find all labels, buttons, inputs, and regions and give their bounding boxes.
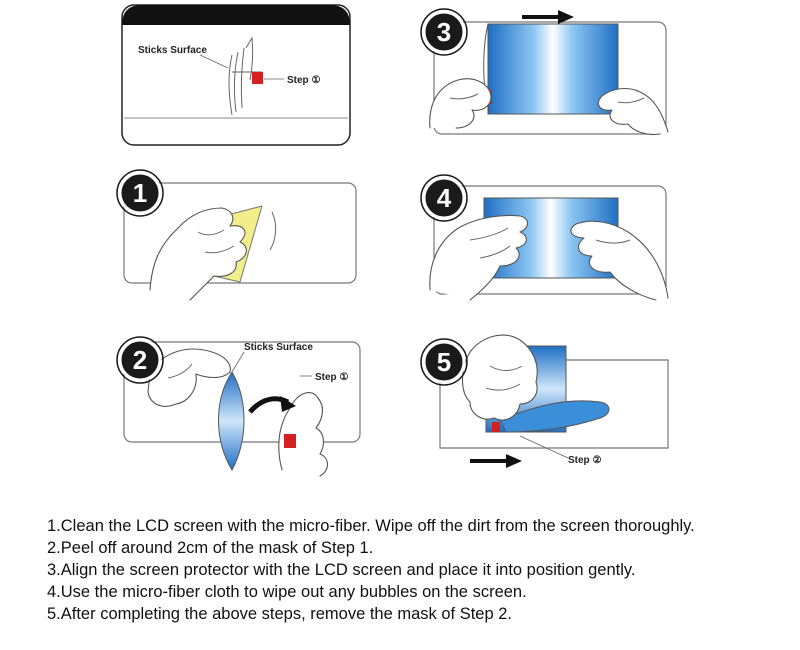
mask-tab-icon	[284, 434, 296, 448]
protector-icon	[487, 23, 619, 115]
badge-5-icon: 5	[420, 338, 468, 386]
svg-text:1: 1	[133, 178, 147, 208]
sticks-surface-label: Sticks Surface	[138, 45, 207, 56]
sticks-surface-label: Sticks Surface	[244, 342, 313, 353]
instruction-item: 4.Use the micro-fiber cloth to wipe out …	[47, 583, 527, 601]
instruction-item: 5.After completing the above steps, remo…	[47, 605, 512, 623]
panel-step-4: 4	[420, 174, 669, 301]
panel-step-2: Sticks Surface Step ① 2	[116, 336, 361, 477]
panel-film-layers: Sticks Surface Step ①	[121, 4, 351, 146]
badge-4-icon: 4	[420, 174, 468, 222]
svg-text:2: 2	[133, 345, 147, 375]
badge-1-icon: 1	[116, 169, 164, 217]
instruction-item: 2.Peel off around 2cm of the mask of Ste…	[47, 539, 374, 557]
instruction-item: 3.Align the screen protector with the LC…	[47, 561, 636, 579]
badge-3-icon: 3	[420, 8, 468, 56]
film-icon	[218, 371, 245, 472]
panel-step-1: 1	[116, 169, 357, 301]
badge-2-icon: 2	[116, 336, 164, 384]
panel-step-3: 3	[420, 8, 669, 136]
mask-tab-icon	[252, 72, 263, 84]
instruction-item: 1.Clean the LCD screen with the micro-fi…	[47, 517, 695, 535]
installation-diagram: Sticks Surface Step ① 1 Sticks S	[116, 4, 669, 477]
step-1-mask-label: Step ①	[315, 372, 348, 383]
svg-text:3: 3	[437, 17, 451, 47]
svg-text:5: 5	[437, 347, 451, 377]
svg-text:4: 4	[437, 183, 452, 213]
step-2-mask-label: Step ②	[568, 455, 601, 466]
step-1-mask-label: Step ①	[287, 75, 320, 86]
instruction-list: 1.Clean the LCD screen with the micro-fi…	[47, 515, 792, 625]
panel-step-5: Step ② 5	[420, 334, 669, 468]
